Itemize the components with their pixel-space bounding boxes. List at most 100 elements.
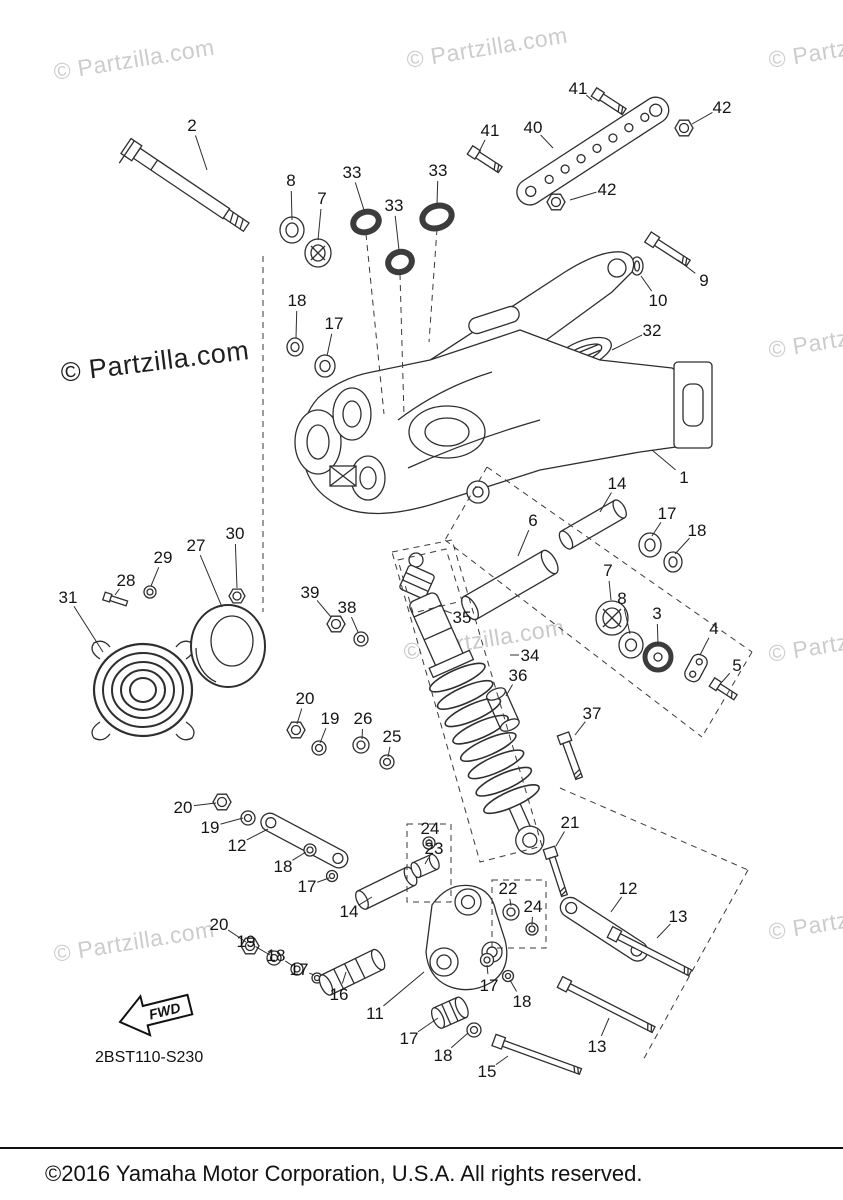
callout-leader xyxy=(540,134,554,149)
callout-leader xyxy=(610,896,623,913)
callout-leader xyxy=(608,580,612,601)
callout-18: 18 xyxy=(434,1046,453,1065)
callout-37: 37 xyxy=(583,704,602,723)
part-nut-42b xyxy=(546,193,566,211)
part-collar-16 xyxy=(318,948,386,996)
part-bolt-9 xyxy=(643,231,692,267)
callout-leader xyxy=(284,960,294,967)
callout-5: 5 xyxy=(732,656,741,675)
part-boot-31 xyxy=(91,640,195,741)
callout-leader xyxy=(227,929,247,943)
part-washer-19a xyxy=(311,740,327,756)
callout-20: 20 xyxy=(296,689,315,708)
callout-leader xyxy=(417,1017,439,1033)
callout-leader xyxy=(234,543,238,589)
part-washer-18a xyxy=(286,337,304,357)
callout-18: 18 xyxy=(288,291,307,310)
watermark-text: © Partz xyxy=(767,629,843,667)
callout-leader xyxy=(611,334,643,351)
callout-leader xyxy=(309,972,315,976)
callout-17: 17 xyxy=(325,314,344,333)
callout-17: 17 xyxy=(400,1029,419,1048)
watermark-text: © Partzilla.com xyxy=(52,34,217,85)
part-washer-38 xyxy=(353,631,369,647)
part-nut-20b xyxy=(212,793,232,811)
callout-leader xyxy=(387,746,391,758)
callout-leader xyxy=(341,971,347,984)
callout-17: 17 xyxy=(290,960,309,979)
callout-13: 13 xyxy=(588,1037,607,1056)
callout-leader xyxy=(691,111,713,125)
callout-12: 12 xyxy=(228,836,247,855)
callout-42: 42 xyxy=(598,180,617,199)
part-collar-14b xyxy=(355,866,418,910)
part-relay-arm-11 xyxy=(425,884,508,991)
callout-3: 3 xyxy=(652,604,661,623)
callout-leader xyxy=(600,1017,610,1037)
callout-33: 33 xyxy=(429,161,448,180)
callout-41: 41 xyxy=(569,79,588,98)
callout-19: 19 xyxy=(201,818,220,837)
callout-33: 33 xyxy=(385,196,404,215)
callout-1: 1 xyxy=(679,468,688,487)
callout-leader xyxy=(292,851,307,861)
part-shock-absorber xyxy=(399,552,545,855)
callout-32: 32 xyxy=(643,321,662,340)
copyright-text: ©2016 Yamaha Motor Corporation, U.S.A. A… xyxy=(45,1161,642,1186)
part-swingarm xyxy=(294,251,713,515)
callout-leader xyxy=(246,828,269,841)
callout-leader xyxy=(326,333,333,357)
callout-25: 25 xyxy=(383,727,402,746)
part-bolt-41b xyxy=(466,144,503,174)
callout-19: 19 xyxy=(321,709,340,728)
part-washer-18b xyxy=(663,551,683,573)
part-collar-6 xyxy=(461,549,559,621)
part-washer-18f xyxy=(501,969,515,983)
callout-leader xyxy=(358,896,373,906)
callout-leader xyxy=(150,566,160,587)
callout-leader xyxy=(674,537,690,555)
callout-leader xyxy=(721,672,731,683)
callout-leader xyxy=(319,728,327,744)
callout-31: 31 xyxy=(59,588,78,607)
callout-29: 29 xyxy=(154,548,173,567)
part-bushing-17e xyxy=(430,996,469,1029)
callout-leader xyxy=(424,857,430,865)
part-bushing-17a xyxy=(314,354,336,378)
part-washer-19c xyxy=(266,950,282,966)
part-bolt-13b xyxy=(556,975,656,1034)
callout-7: 7 xyxy=(603,561,612,580)
callout-35: 35 xyxy=(453,608,472,627)
callout-33: 33 xyxy=(343,163,362,182)
part-washer-25 xyxy=(379,754,395,770)
part-bushing-23 xyxy=(410,853,440,879)
callout-6: 6 xyxy=(528,511,537,530)
callout-7: 7 xyxy=(317,189,326,208)
callout-9: 9 xyxy=(699,271,708,290)
callout-leader xyxy=(656,623,659,645)
callout-leader xyxy=(574,721,586,736)
callout-leader xyxy=(73,606,104,653)
part-bolt-28 xyxy=(101,591,129,607)
diagram-art xyxy=(91,86,739,1076)
callout-15: 15 xyxy=(478,1062,497,1081)
part-washer-18c xyxy=(303,843,317,857)
part-washer-17c xyxy=(325,869,339,883)
callout-14: 14 xyxy=(608,474,627,493)
callout-39: 39 xyxy=(301,583,320,602)
callout-23: 23 xyxy=(425,839,444,858)
part-bearing-7b xyxy=(595,600,629,636)
part-washer-18d xyxy=(290,962,304,976)
callout-42: 42 xyxy=(713,98,732,117)
callout-leader xyxy=(505,684,513,697)
part-washer-17f xyxy=(479,952,495,968)
part-washer-8b xyxy=(618,631,644,659)
callout-11: 11 xyxy=(366,1004,384,1023)
callout-30: 30 xyxy=(226,524,245,543)
callout-leader xyxy=(255,946,271,956)
callout-17: 17 xyxy=(480,976,499,995)
callout-18: 18 xyxy=(513,992,532,1011)
callout-21: 21 xyxy=(561,813,580,832)
watermark-text: © Partz xyxy=(767,35,843,73)
